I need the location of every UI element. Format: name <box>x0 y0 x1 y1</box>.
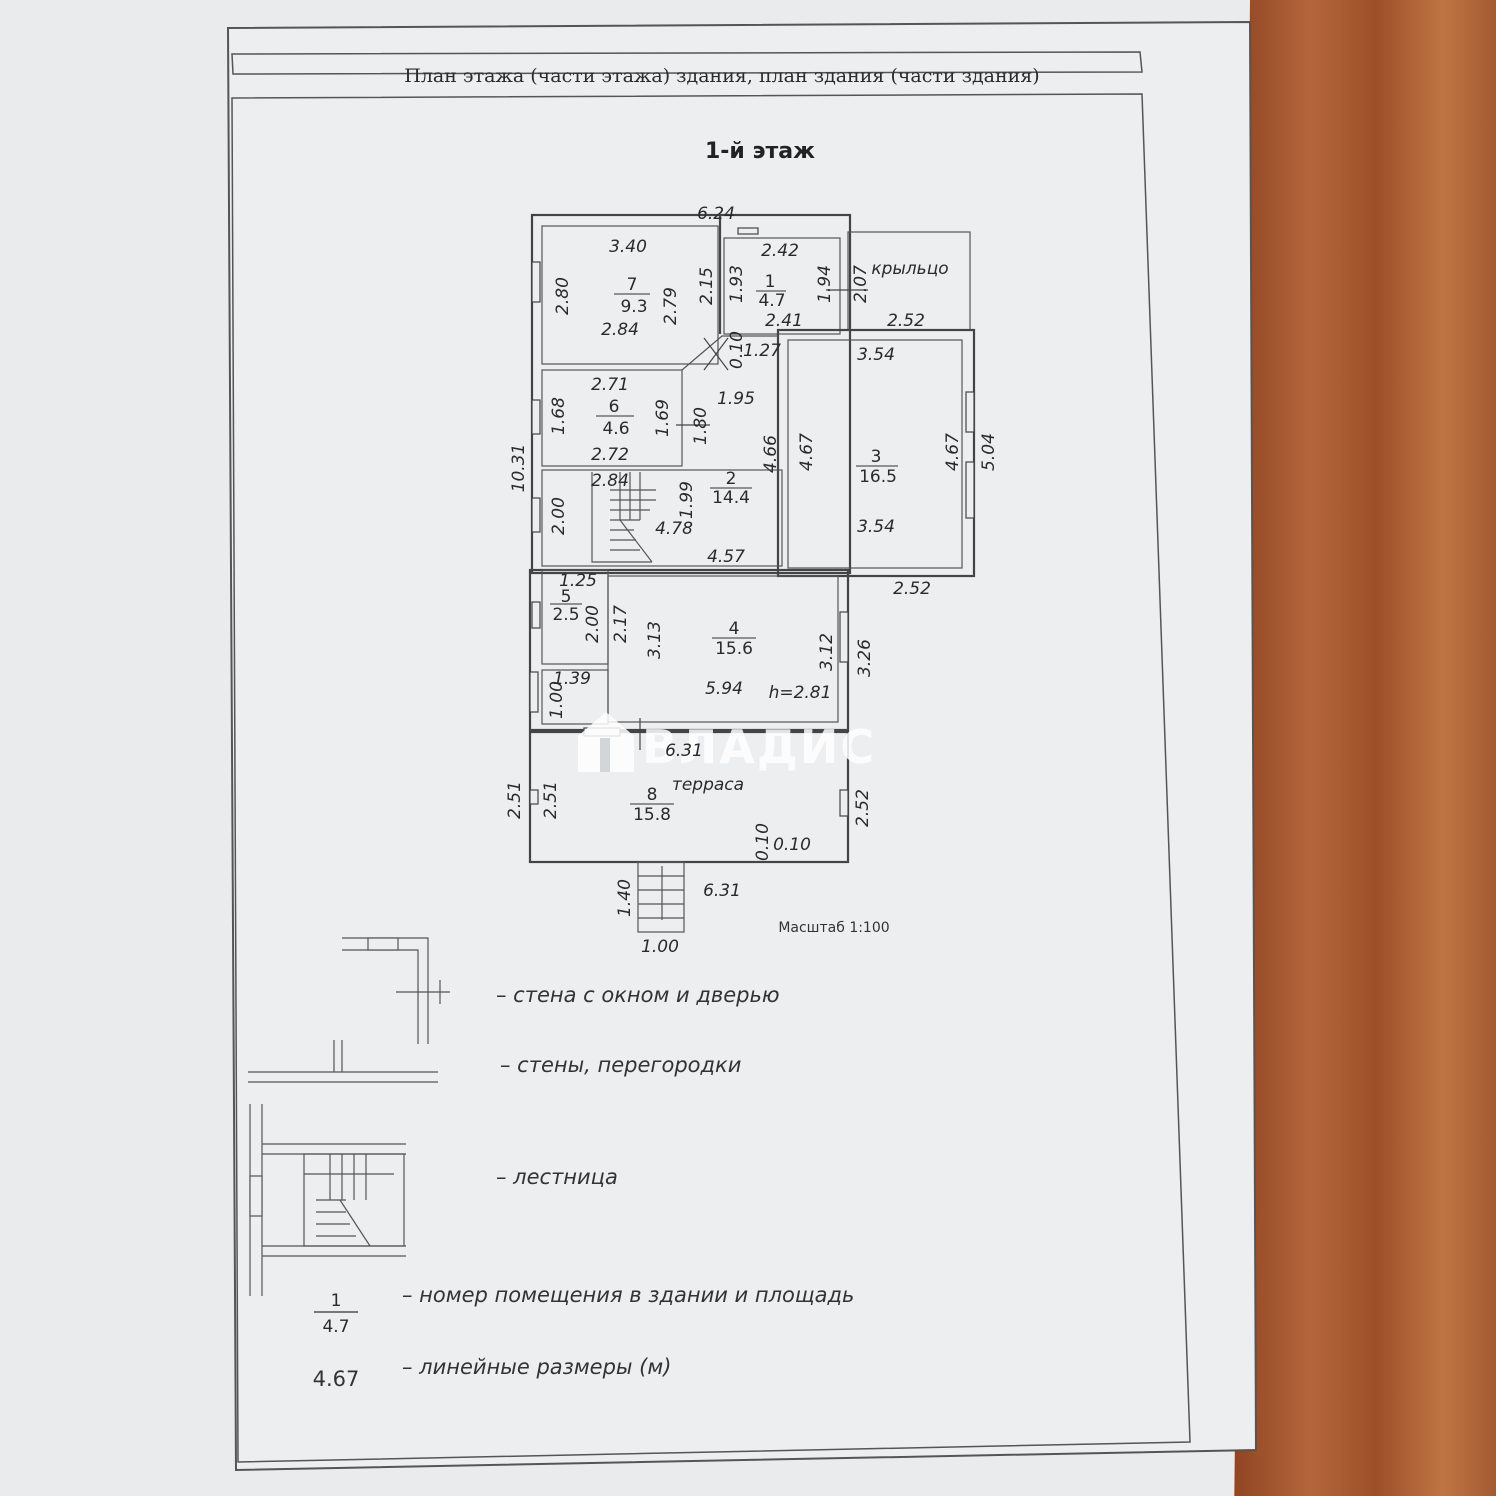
dim: 2.52 <box>887 311 925 331</box>
legend-room-area: 4.7 <box>322 1317 349 1337</box>
dim: 1.40 <box>615 879 635 917</box>
sheet-title: План этажа (части этажа) здания, план зд… <box>404 65 1039 87</box>
dim: 10.31 <box>509 444 529 493</box>
room-1-area: 4.7 <box>758 291 785 311</box>
legend-dim-desc: – линейные размеры (м) <box>402 1355 671 1379</box>
dim: 4.67 <box>797 433 817 471</box>
dim: 2.00 <box>583 605 603 643</box>
dim: 3.12 <box>817 633 837 671</box>
dim: 1.00 <box>641 937 679 957</box>
dim: 0.10 <box>753 823 773 861</box>
legend-walls: – стены, перегородки <box>500 1053 741 1077</box>
scale-label: Масштаб 1:100 <box>778 920 889 936</box>
terrace-label: терраса <box>672 775 744 795</box>
dim: 2.00 <box>549 497 569 535</box>
room-3-no: 3 <box>871 447 882 467</box>
legend-walls-symbol <box>248 1040 438 1083</box>
dim: 6.31 <box>665 741 703 761</box>
legend-wall-window-door-symbol <box>342 937 450 1044</box>
room-1-no: 1 <box>765 272 776 292</box>
room-2-area: 14.4 <box>712 488 750 508</box>
dim: 1.00 <box>547 681 567 719</box>
room-4-no: 4 <box>729 619 740 639</box>
dim: 2.79 <box>661 287 681 325</box>
dim: 2.41 <box>765 311 803 331</box>
dim: 6.24 <box>697 204 735 224</box>
wooden-table-background <box>1230 0 1496 1496</box>
porch-label: крыльцо <box>871 259 948 279</box>
room-6-no: 6 <box>609 397 620 417</box>
dim: 3.40 <box>609 237 647 257</box>
dim: 1.93 <box>727 265 747 303</box>
dim: 3.54 <box>857 345 895 365</box>
dim: 2.51 <box>541 781 561 819</box>
dim: 1.68 <box>549 397 569 435</box>
dim: 2.80 <box>553 277 573 315</box>
room-3-area: 16.5 <box>859 467 897 487</box>
dim: 6.31 <box>703 881 741 901</box>
plan-walls <box>528 213 976 933</box>
dim: 1.25 <box>559 571 597 591</box>
watermark-text: ВЛАДИС <box>642 720 876 774</box>
sheet-frame <box>226 20 1258 1472</box>
room-labels: 1 4.7 2 14.4 3 16.5 4 15.6 5 2.5 6 4.6 7… <box>550 259 949 825</box>
dim: 2.51 <box>505 781 525 819</box>
dim: 2.07 <box>851 265 871 303</box>
dim: 5.94 <box>705 679 743 699</box>
room-8-area: 15.8 <box>633 805 671 825</box>
house-icon <box>578 712 634 772</box>
dim: 1.69 <box>653 399 673 437</box>
dim: 2.42 <box>761 241 799 261</box>
dim: 2.84 <box>591 471 629 491</box>
legend-stairs: – лестница <box>496 1165 618 1189</box>
dim: 1.95 <box>717 389 755 409</box>
dim: 4.78 <box>655 519 693 539</box>
dim: 4.67 <box>943 433 963 471</box>
dim: 2.52 <box>893 579 931 599</box>
dim: 2.52 <box>853 789 873 827</box>
dim: 1.80 <box>691 407 711 445</box>
floor-title: 1-й этаж <box>705 139 815 164</box>
height-label: h=2.81 <box>769 683 832 703</box>
room-5-no: 5 <box>561 587 572 607</box>
dim: 0.10 <box>727 331 747 369</box>
dim: 3.13 <box>645 621 665 659</box>
legend-dim-sample: 4.67 <box>313 1367 360 1391</box>
watermark: ВЛАДИС <box>578 712 876 774</box>
room-6-area: 4.6 <box>602 419 629 439</box>
dim: 5.04 <box>979 433 999 471</box>
room-8-no: 8 <box>647 785 658 805</box>
legend-room-no: 1 <box>331 1291 342 1311</box>
dim: 1.27 <box>743 341 781 361</box>
dim: 3.26 <box>855 639 875 677</box>
dim: 4.57 <box>707 547 745 567</box>
dimensions: 6.24 3.40 2.80 2.84 2.79 2.15 2.42 1.93 … <box>505 204 999 957</box>
room-7-area: 9.3 <box>620 297 647 317</box>
room-5-area: 2.5 <box>552 605 579 625</box>
dim: 0.10 <box>773 835 811 855</box>
dim: 3.54 <box>857 517 895 537</box>
room-2-no: 2 <box>726 469 737 489</box>
room-4-area: 15.6 <box>715 639 753 659</box>
legend: – стена с окном и дверью – стены, перего… <box>248 937 854 1391</box>
legend-wall-window-door: – стена с окном и дверью <box>496 983 780 1007</box>
dim: 2.15 <box>697 267 717 305</box>
room-7-no: 7 <box>627 275 638 295</box>
dim: 2.17 <box>611 605 631 643</box>
legend-stairs-symbol <box>249 1104 406 1296</box>
dim: 2.72 <box>591 445 629 465</box>
dim: 1.99 <box>677 481 697 519</box>
dim: 4.66 <box>761 435 781 473</box>
dim: 1.94 <box>815 265 835 303</box>
dim: 1.39 <box>553 669 591 689</box>
legend-room-desc: – номер помещения в здании и площадь <box>402 1283 854 1307</box>
dim: 2.84 <box>601 320 639 340</box>
dim: 2.71 <box>591 375 629 395</box>
